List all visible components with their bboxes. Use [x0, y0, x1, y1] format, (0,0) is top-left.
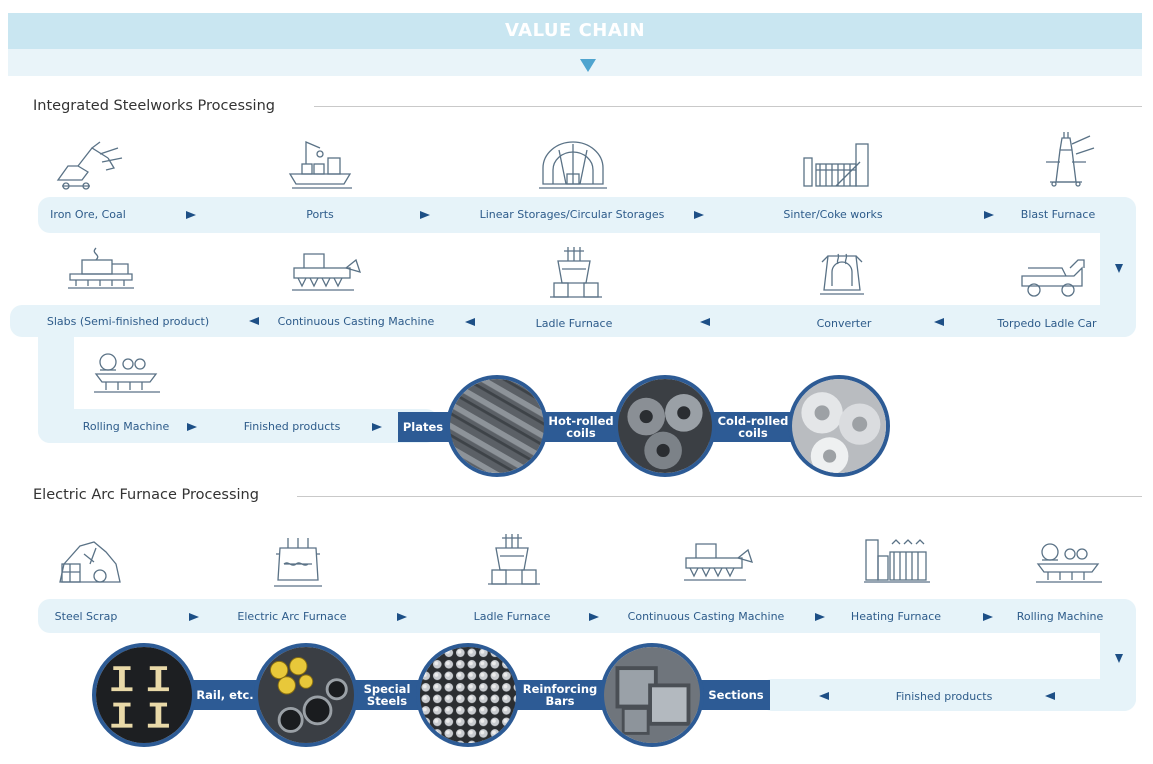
port-ship-icon [282, 134, 362, 192]
reinforcing-bars-image [416, 643, 520, 747]
step-label: Ladle Furnace [473, 610, 551, 623]
product-label-rail: Rail, etc. [196, 688, 254, 702]
flow-arrow-right-icon [694, 211, 704, 219]
flow-arrow-right-icon [397, 613, 407, 621]
ladle-furnace-icon [472, 530, 552, 588]
step-label: Iron Ore, Coal [50, 208, 126, 221]
heating-furnace-icon [858, 530, 938, 588]
step-label: Finished products [243, 420, 341, 433]
step-label: Continuous Casting Machine [627, 610, 785, 623]
continuous-casting-icon [676, 534, 756, 592]
step-label: Continuous Casting Machine [277, 315, 435, 328]
hot-rolled-coils-image [614, 375, 716, 477]
product-label-plates: Plates [402, 420, 444, 434]
slab-line-icon [62, 240, 142, 298]
flow-band-eaf-row1 [38, 599, 1136, 633]
torpedo-ladle-car-icon [1012, 246, 1092, 304]
continuous-casting-icon [284, 244, 364, 302]
plates-image [446, 375, 548, 477]
flow-arrow-right-icon [983, 613, 993, 621]
rolling-machine-icon [1028, 534, 1108, 592]
flow-arrow-down-icon [1115, 264, 1123, 273]
step-label: Rolling Machine [1016, 610, 1104, 623]
flow-arrow-left-icon [819, 692, 829, 700]
flow-arrow-down-icon [1115, 654, 1123, 663]
flow-arrow-right-icon [189, 613, 199, 621]
step-label: Heating Furnace [850, 610, 942, 623]
section-title-integrated: Integrated Steelworks Processing [33, 98, 275, 114]
flow-arrow-left-icon [700, 318, 710, 326]
storage-dome-icon [533, 134, 613, 192]
flow-arrow-left-icon [465, 318, 475, 326]
section-title-eaf: Electric Arc Furnace Processing [33, 487, 259, 503]
special-steels-image [254, 643, 358, 747]
step-label: Ports [306, 208, 334, 221]
flow-arrow-right-icon [186, 211, 196, 219]
flow-arrow-right-icon [187, 423, 197, 431]
step-label: Rolling Machine [82, 420, 170, 433]
product-label-hot-rolled: Hot-rolled coils [548, 414, 614, 440]
step-label: Steel Scrap [54, 610, 118, 623]
rolling-machine-icon [86, 344, 166, 402]
flow-arrow-right-icon [815, 613, 825, 621]
sections-image [600, 643, 704, 747]
ladle-furnace-icon [534, 243, 614, 301]
step-label: Slabs (Semi-finished product) [46, 315, 210, 328]
section-divider [314, 106, 1142, 107]
flow-arrow-left-icon [249, 317, 259, 325]
step-label: Ladle Furnace [535, 317, 613, 330]
step-label: Electric Arc Furnace [237, 610, 347, 623]
converter-icon [802, 242, 882, 300]
product-label-reinforcing-bars: Reinforcing Bars [522, 682, 598, 708]
flow-arrow-right-icon [420, 211, 430, 219]
steel-scrap-icon [50, 534, 130, 592]
electric-arc-furnace-icon [258, 534, 338, 592]
flow-band-row1 [38, 197, 1136, 233]
down-arrow-icon [580, 59, 596, 72]
step-label: Blast Furnace [1020, 208, 1096, 221]
product-label-cold-rolled: Cold-rolled coils [717, 414, 789, 440]
step-label: Linear Storages/Circular Storages [479, 208, 665, 221]
rail-image [92, 643, 196, 747]
flow-arrow-right-icon [589, 613, 599, 621]
header-subbar [8, 49, 1142, 76]
section-divider [297, 496, 1142, 497]
flow-arrow-right-icon [372, 423, 382, 431]
product-label-special-steels: Special Steels [363, 682, 411, 708]
page-title: VALUE CHAIN [504, 20, 646, 41]
step-label: Sinter/Coke works [783, 208, 883, 221]
flow-arrow-left-icon [1045, 692, 1055, 700]
step-label: Torpedo Ladle Car [997, 317, 1097, 330]
flow-band-row2 [10, 305, 1136, 337]
blast-furnace-icon [1026, 130, 1106, 188]
excavator-icon [48, 136, 128, 194]
flow-arrow-left-icon [934, 318, 944, 326]
step-label: Finished products [895, 690, 993, 703]
product-label-sections: Sections [708, 688, 764, 702]
header-bar [8, 13, 1142, 49]
flow-band-row3 [38, 409, 438, 443]
flow-arrow-right-icon [984, 211, 994, 219]
sinter-coke-plant-icon [796, 134, 876, 192]
step-label: Converter [816, 317, 872, 330]
cold-rolled-coils-image [788, 375, 890, 477]
